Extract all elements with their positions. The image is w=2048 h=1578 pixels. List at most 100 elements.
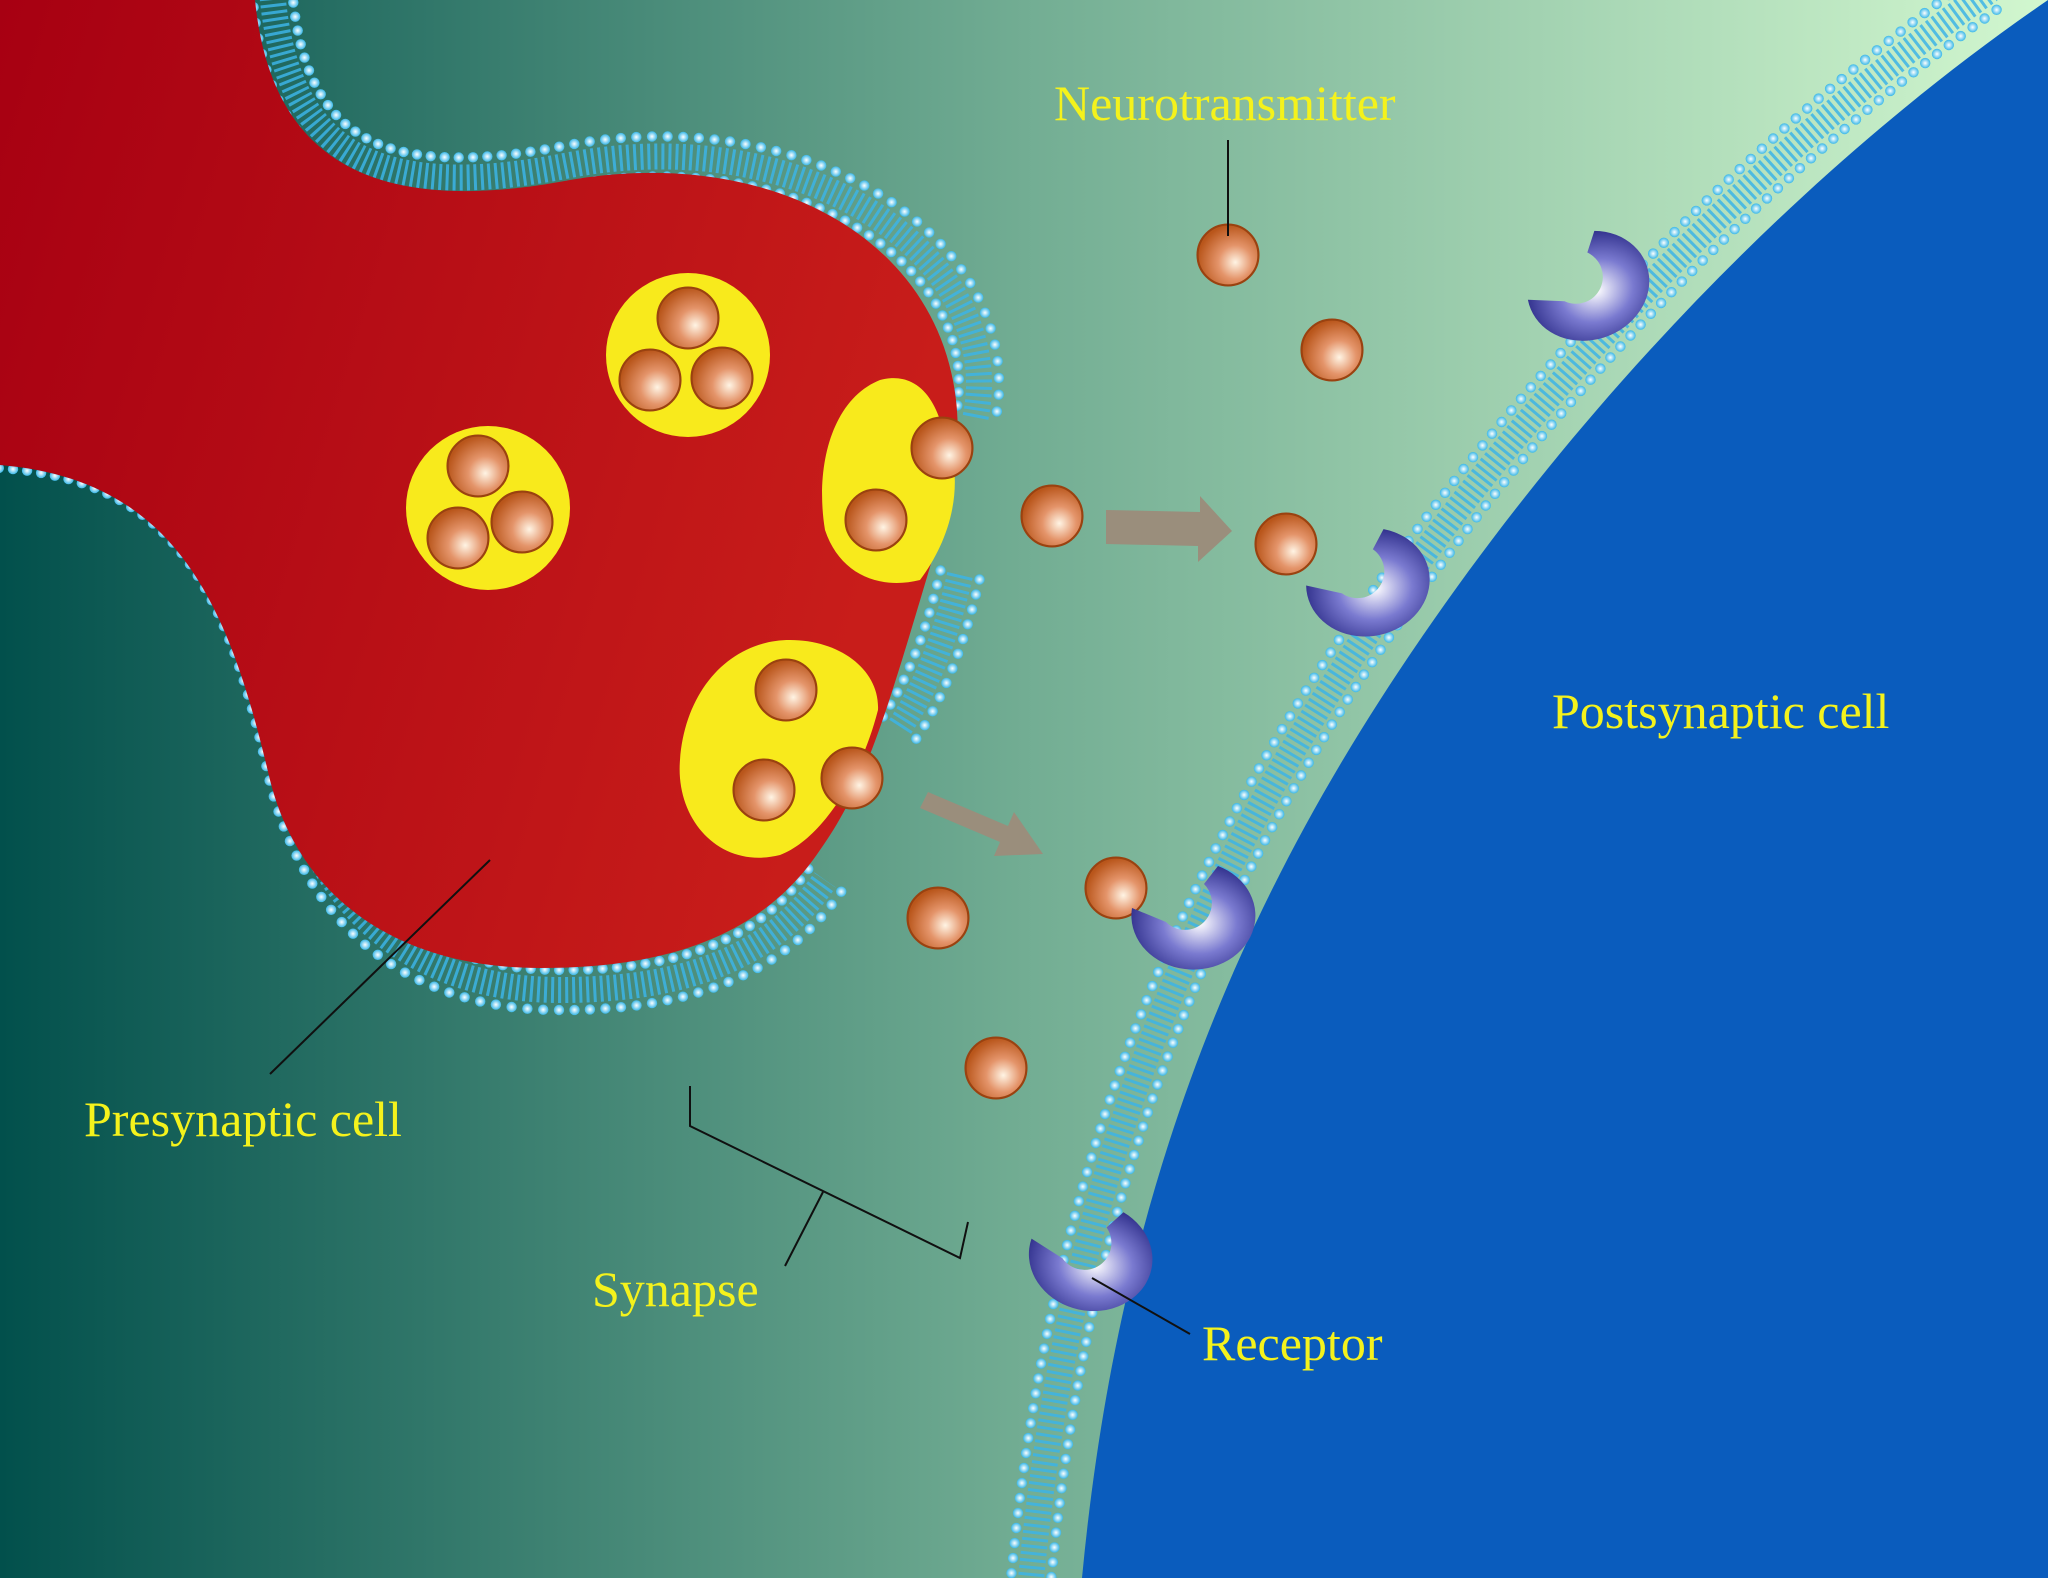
- phospholipid-head: [1839, 123, 1850, 135]
- phospholipid-head: [952, 648, 964, 659]
- phospholipid-head: [1794, 163, 1806, 174]
- phospholipid-head: [1499, 477, 1510, 488]
- phospholipid-head: [1147, 1093, 1158, 1104]
- phospholipid-head: [804, 923, 815, 935]
- phospholipid-head: [1130, 1023, 1141, 1034]
- phospholipid-head: [1943, 39, 1955, 51]
- phospholipid-head: [993, 372, 1005, 384]
- vesicle: [406, 426, 570, 590]
- phospholipid-head: [678, 131, 689, 143]
- phospholipid-head: [1931, 0, 1942, 10]
- phospholipid-head: [956, 264, 967, 275]
- phospholipid-head: [316, 891, 327, 903]
- phospholipid-head: [1141, 995, 1152, 1006]
- phospholipid-head: [1873, 95, 1885, 106]
- phospholipid-head: [1648, 248, 1659, 259]
- phospholipid-head: [1712, 184, 1723, 196]
- phospholipid-head: [459, 992, 470, 1003]
- phospholipid-head: [1931, 48, 1943, 60]
- phospholipid-head: [766, 954, 777, 965]
- phospholipid-head: [1506, 405, 1517, 416]
- phospholipid-head: [776, 895, 787, 906]
- phospholipid-head: [1325, 647, 1336, 658]
- phospholipid-head: [1467, 452, 1479, 463]
- phospholipid-head: [1050, 1527, 1062, 1538]
- phospholipid-head: [615, 1002, 627, 1013]
- phospholipid-head: [336, 916, 347, 928]
- phospholipid-head: [654, 955, 665, 967]
- phospholipid-head: [1062, 1239, 1073, 1251]
- phospholipid-head: [385, 958, 397, 970]
- phospholipid-head: [991, 406, 1003, 417]
- phospholipid-head: [942, 322, 954, 333]
- phospholipid-head: [1317, 659, 1328, 671]
- phospholipid-head: [1104, 1094, 1116, 1105]
- phospholipid-head: [1069, 1210, 1081, 1222]
- phospholipid-head: [1680, 216, 1691, 227]
- phospholipid-head: [708, 982, 719, 993]
- phospholipid-head: [1508, 465, 1519, 476]
- phospholipid-head: [947, 334, 958, 346]
- phospholipid-head: [1016, 1477, 1028, 1489]
- phospholipid-head: [1740, 213, 1751, 224]
- phospholipid-head: [1311, 744, 1322, 756]
- phospholipid-head: [584, 1004, 596, 1015]
- phospholipid-head: [815, 912, 827, 923]
- phospholipid-head: [1195, 968, 1207, 980]
- phospholipid-head: [1595, 363, 1606, 374]
- phospholipid-head: [985, 323, 996, 334]
- phospholipid-head: [979, 307, 991, 318]
- phospholipid-head: [677, 991, 689, 1002]
- phospholipid-head: [1718, 234, 1730, 245]
- phospholipid-head: [1729, 223, 1740, 235]
- phospholipid-head: [928, 593, 939, 604]
- phospholipid-head: [1011, 1522, 1022, 1534]
- phospholipid-head: [1035, 1358, 1047, 1369]
- phospholipid-head: [538, 1004, 549, 1015]
- phospholipid-head: [1421, 511, 1432, 522]
- phospholipid-head: [1575, 385, 1586, 397]
- phospholipid-head: [755, 912, 767, 924]
- neurotransmitter-label: Neurotransmitter: [1054, 75, 1396, 131]
- phospholipid-head: [1546, 419, 1557, 430]
- phospholipid-head: [1112, 1206, 1123, 1218]
- phospholipid-head: [1585, 374, 1596, 385]
- phospholipid-head: [875, 238, 886, 249]
- phospholipid-head: [631, 1000, 642, 1011]
- phospholipid-head: [1196, 870, 1208, 881]
- phospholipid-head: [1217, 829, 1228, 841]
- phospholipid-head: [1047, 1557, 1059, 1568]
- phospholipid-head: [1655, 297, 1667, 309]
- phospholipid-head: [1477, 440, 1488, 451]
- phospholipid-head: [1333, 634, 1345, 646]
- phospholipid-head: [584, 136, 595, 147]
- phospholipid-head: [1190, 884, 1201, 895]
- phospholipid-head: [1124, 1163, 1135, 1175]
- phospholipid-head: [1859, 54, 1871, 65]
- phospholipid-head: [836, 886, 847, 897]
- phospholipid-head: [830, 166, 841, 177]
- phospholipid-head: [786, 150, 797, 161]
- phospholipid-head: [597, 963, 608, 974]
- phospholipid-head: [1690, 205, 1702, 217]
- phospholipid-head: [953, 373, 965, 385]
- presynaptic-leader: [269, 859, 491, 1075]
- phospholipid-head: [1991, 4, 2002, 15]
- phospholipid-head: [1288, 783, 1299, 794]
- phospholipid-head: [1128, 1149, 1140, 1161]
- phospholipid-head: [1556, 408, 1567, 419]
- phospholipid-head: [1565, 396, 1577, 408]
- phospholipid-head: [1871, 45, 1883, 56]
- phospholipid-head: [1072, 1380, 1083, 1391]
- phospholipid-head: [1772, 183, 1784, 194]
- phospholipid-head: [993, 389, 1004, 400]
- phospholipid-head: [1768, 133, 1779, 144]
- phospholipid-head: [1276, 724, 1288, 735]
- phospholipid-head: [662, 995, 673, 1006]
- phospholipid-head: [1065, 1424, 1076, 1435]
- phospholipid-head: [1183, 897, 1195, 909]
- phospholipid-head: [1023, 1432, 1034, 1444]
- phospholipid-head: [1078, 1351, 1089, 1362]
- phospholipid-head: [1480, 500, 1491, 511]
- phospholipid-head: [911, 733, 922, 744]
